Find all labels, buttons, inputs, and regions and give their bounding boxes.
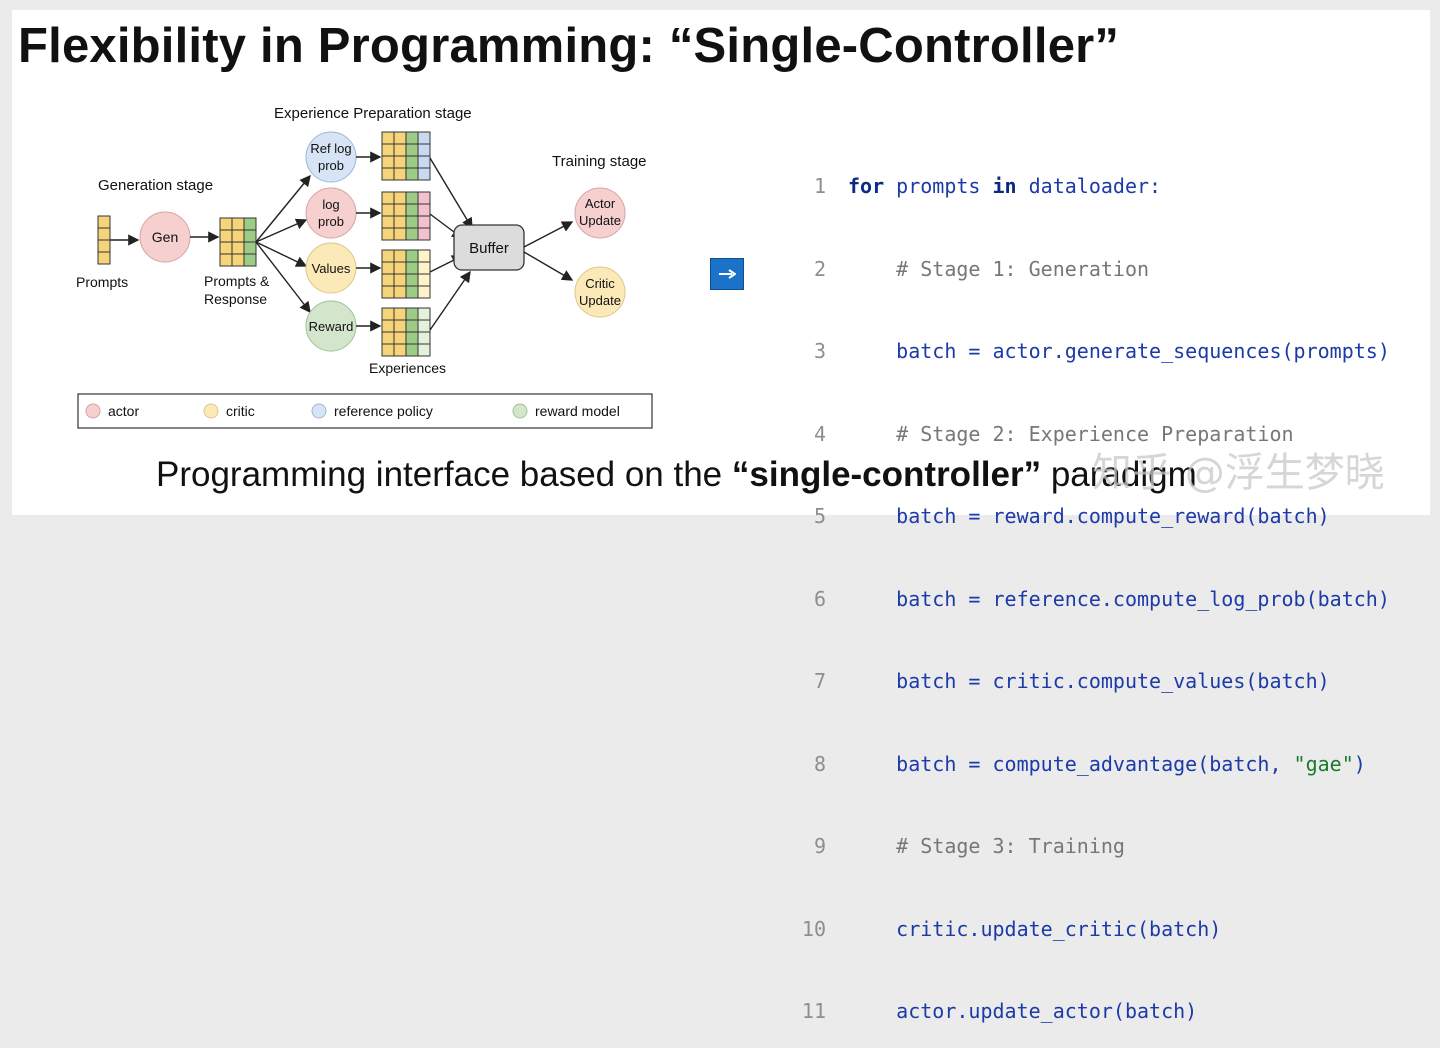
code-line: 6 batch = reference.compute_log_prob(bat… xyxy=(790,586,1390,614)
ref-log-prob-label-2: prob xyxy=(318,158,344,173)
rl-dataflow-diagram: Generation stage Experience Preparation … xyxy=(76,105,653,429)
prompts-response-label-2: Response xyxy=(204,291,267,307)
code-line: 5 batch = reward.compute_reward(batch) xyxy=(790,503,1390,531)
critic-update-label-1: Critic xyxy=(585,276,615,291)
code-text: batch = compute_advantage(batch, xyxy=(896,751,1294,776)
code-line: 10 critic.update_critic(batch) xyxy=(790,916,1390,944)
experience-grid-logprob xyxy=(381,191,431,241)
legend-reference-swatch xyxy=(311,403,327,419)
experiences-label: Experiences xyxy=(369,360,446,376)
code-keyword: in xyxy=(992,174,1017,198)
actor-update-node xyxy=(574,187,626,239)
buffer-label: Buffer xyxy=(469,240,509,257)
experience-grid-values xyxy=(381,249,431,299)
line-number: 11 xyxy=(801,999,826,1023)
log-prob-node xyxy=(305,187,357,239)
line-number: 6 xyxy=(813,586,826,611)
caption-text-end: paradigm xyxy=(1041,455,1197,494)
code-line: 1 for prompts in dataloader: xyxy=(790,173,1390,201)
line-number: 3 xyxy=(813,339,826,363)
experience-stage-label: Experience Preparation stage xyxy=(274,105,472,122)
code-line: 3 batch = actor.generate_sequences(promp… xyxy=(790,338,1390,366)
code-line: 9 # Stage 3: Training xyxy=(790,833,1390,861)
code-text: batch = reward.compute_reward(batch) xyxy=(896,504,1330,528)
legend-actor-swatch xyxy=(85,403,101,419)
code-block: 1 for prompts in dataloader: 2 # Stage 1:… xyxy=(790,118,1390,1048)
caption-text: Programming interface based on the xyxy=(156,455,732,494)
code-text: critic.update_critic(batch) xyxy=(896,916,1222,941)
legend-reward-swatch xyxy=(512,403,528,419)
code-text: actor.update_actor(batch) xyxy=(896,999,1198,1023)
code-line: 2 # Stage 1: Generation xyxy=(790,256,1390,284)
values-node-label: Values xyxy=(312,261,351,276)
code-text: batch = critic.compute_values(batch) xyxy=(896,669,1330,693)
code-comment: # Stage 2: Experience Preparation xyxy=(896,421,1294,446)
legend-reward-label: reward model xyxy=(535,403,620,419)
line-number: 8 xyxy=(813,751,826,776)
prompts-column xyxy=(97,215,111,265)
training-stage-label: Training stage xyxy=(552,153,647,170)
log-prob-label-2: prob xyxy=(318,214,344,229)
code-line: 8 batch = compute_advantage(batch, "gae"… xyxy=(790,751,1390,779)
reward-node-label: Reward xyxy=(309,319,354,334)
line-number: 2 xyxy=(813,256,826,281)
code-line: 7 batch = critic.compute_values(batch) xyxy=(790,668,1390,696)
code-line: 11 actor.update_actor(batch) xyxy=(790,998,1390,1026)
prompts-response-grid xyxy=(219,217,257,267)
line-number: 10 xyxy=(801,916,826,941)
prompts-response-label-1: Prompts & xyxy=(204,273,270,289)
critic-update-label-2: Update xyxy=(579,293,621,308)
code-text: batch = reference.compute_log_prob(batch… xyxy=(896,586,1390,611)
critic-update-node xyxy=(574,266,626,318)
code-text: prompts xyxy=(884,174,993,198)
prompts-label: Prompts xyxy=(76,274,128,290)
code-comment: # Stage 1: Generation xyxy=(896,256,1150,281)
code-comment: # Stage 3: Training xyxy=(896,834,1125,858)
line-number: 9 xyxy=(813,834,826,858)
watermark: 知乎 @浮生梦晓 xyxy=(1092,450,1385,496)
slide-caption: Programming interface based on the “sing… xyxy=(156,455,1197,495)
buffer-node xyxy=(453,224,525,271)
ref-log-prob-node xyxy=(305,131,357,183)
actor-update-label-1: Actor xyxy=(585,196,616,211)
experience-grid-ref xyxy=(381,131,431,181)
legend-box xyxy=(77,393,653,429)
code-string: "gae" xyxy=(1293,751,1354,776)
gen-node-label: Gen xyxy=(152,229,178,245)
legend-reference-label: reference policy xyxy=(334,403,433,419)
right-arrow-icon[interactable] xyxy=(710,258,744,290)
code-text: ) xyxy=(1353,751,1366,776)
legend-actor-label: actor xyxy=(108,403,139,419)
actor-update-label-2: Update xyxy=(579,213,621,228)
ref-log-prob-label-1: Ref log xyxy=(310,141,351,156)
generation-stage-label: Generation stage xyxy=(98,177,213,194)
caption-bold: “single-controller” xyxy=(731,455,1042,494)
slide-title: Flexibility in Programming: “Single-Cont… xyxy=(18,19,1120,73)
line-number: 7 xyxy=(813,669,826,693)
legend-critic-label: critic xyxy=(226,403,255,419)
legend-critic-swatch xyxy=(203,403,219,419)
line-number: 1 xyxy=(813,174,826,198)
line-number: 5 xyxy=(813,504,826,528)
experience-grid-reward xyxy=(381,307,431,357)
code-keyword: for xyxy=(848,174,885,198)
log-prob-label-1: log xyxy=(322,197,339,212)
line-number: 4 xyxy=(813,421,826,446)
code-text: dataloader: xyxy=(1016,174,1162,198)
code-text: batch = actor.generate_sequences(prompts… xyxy=(896,339,1390,363)
code-line: 4 # Stage 2: Experience Preparation xyxy=(790,421,1390,449)
slide: Flexibility in Programming: “Single-Cont… xyxy=(12,10,1430,1023)
